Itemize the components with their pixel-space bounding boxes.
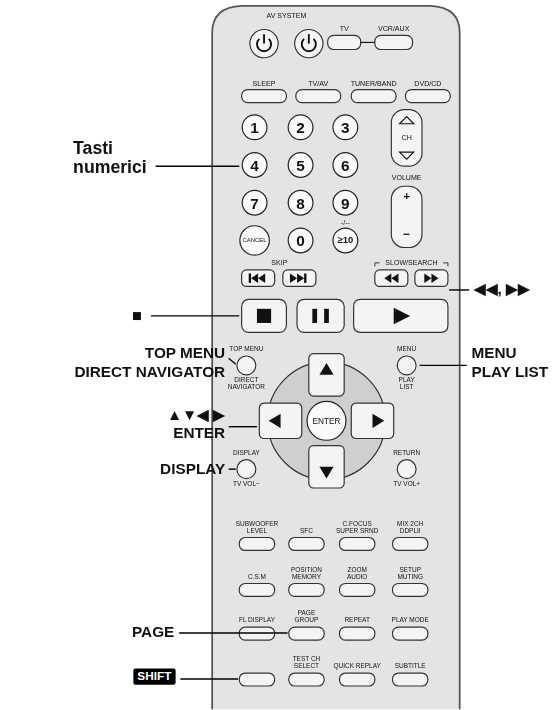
button-text: ENTER <box>313 417 341 425</box>
round-button: CANCEL <box>239 225 270 256</box>
callout-label: ENTER <box>173 426 225 442</box>
round-button: ≥10 <box>332 227 358 253</box>
leader-line <box>229 468 236 469</box>
round-button: 3 <box>332 114 358 140</box>
button-label: RETURN <box>393 450 420 457</box>
button-label: ZOOM AUDIO <box>342 567 373 581</box>
button-text: SHIFT <box>137 671 171 683</box>
button-label: TUNER/BAND <box>351 80 397 87</box>
round-button: 4 <box>242 152 268 178</box>
callout-label: ◀◀, ▶▶ <box>474 281 530 297</box>
callout-label: TOP MENU <box>145 345 225 361</box>
callout-label: PAGE <box>132 624 174 640</box>
leader-line <box>449 289 469 290</box>
button-label: TEST CH SELECT <box>286 657 326 671</box>
round-button: ENTER <box>306 401 346 441</box>
round-button: 9 <box>332 190 358 216</box>
button-label: QUICK REPLAY <box>333 664 380 671</box>
button-text: 4 <box>250 157 259 172</box>
button-label: DISPLAY <box>233 450 260 457</box>
remote-housing <box>212 6 460 710</box>
button-label: VOLUME <box>392 174 422 181</box>
power-icons <box>257 34 375 51</box>
button-label: TV <box>340 25 349 32</box>
button-label: DIRECT NAVIGATOR <box>225 377 267 391</box>
button-text: 0 <box>296 233 305 248</box>
button-label: C.FOCUS SUPER SRND <box>335 521 380 535</box>
button-label: -/-- <box>341 219 350 226</box>
button-label: AV SYSTEM <box>266 12 306 19</box>
leader-line <box>420 365 467 366</box>
button-text: 3 <box>341 120 350 135</box>
round-button: 0 <box>288 227 314 253</box>
button-label: SFC <box>300 528 313 535</box>
button-label: MIX 2CH DDPLII <box>393 521 428 535</box>
callout-label: ▲▼◀ ▶ <box>167 407 225 423</box>
button-label: PLAY LIST <box>394 377 420 391</box>
button-text: 9 <box>341 195 350 210</box>
button-label: FL DISPLAY <box>239 618 275 625</box>
leader-line <box>179 632 287 633</box>
button-label: − <box>403 229 410 241</box>
button-label: C.S.M <box>248 574 266 581</box>
button-label: SLEEP <box>253 80 276 87</box>
leader-line <box>151 315 239 316</box>
callout-label: DIRECT NAVIGATOR <box>74 364 225 380</box>
round-button: 5 <box>288 152 314 178</box>
button-label: CH <box>402 134 412 141</box>
button-label: VCR/AUX <box>378 25 409 32</box>
button-label: SETUP MUTING <box>393 567 428 581</box>
button-label: SUBTITLE <box>395 664 426 671</box>
round-button: 2 <box>288 114 314 140</box>
button-label: + <box>403 191 410 203</box>
button-label: TV VOL+ <box>393 481 420 488</box>
button-text: 8 <box>296 195 305 210</box>
button-label: REPEAT <box>344 618 369 625</box>
leader-line <box>229 426 257 427</box>
leader-line <box>180 678 238 679</box>
callout-label: MENU <box>471 345 516 361</box>
callout-label: DISPLAY <box>160 461 225 477</box>
button-label: SUBWOOFER LEVEL <box>235 521 280 535</box>
button-label: PAGE GROUP <box>291 611 322 625</box>
button-label: PLAY MODE <box>392 618 429 625</box>
button-text: 6 <box>341 157 350 172</box>
callout-label: PLAY LIST <box>471 364 548 380</box>
round-button: 1 <box>242 114 268 140</box>
round-button: 8 <box>288 190 314 216</box>
button-label: SLOW/SEARCH <box>385 259 437 266</box>
button-text: 5 <box>296 157 305 172</box>
button-label: DVD/CD <box>414 80 441 87</box>
icons <box>249 117 439 479</box>
button-text: 7 <box>250 195 259 210</box>
round-button: 6 <box>332 152 358 178</box>
button-label: TV/AV <box>308 80 328 87</box>
button-text: 1 <box>250 120 259 135</box>
button-label: MENU <box>397 347 416 354</box>
leader-line <box>229 358 236 364</box>
function-buttons <box>239 537 428 686</box>
button-text: CANCEL <box>243 237 267 243</box>
callout-label: Tasti numerici <box>73 139 158 176</box>
button-label: TV VOL− <box>233 481 260 488</box>
callout-label: ■ <box>132 306 142 323</box>
arrow-keys <box>259 354 393 488</box>
button-label: TOP MENU <box>229 347 263 354</box>
button-label: POSITION MEMORY <box>286 567 326 581</box>
button-text: 2 <box>296 120 305 135</box>
shift-badge: SHIFT <box>133 668 176 684</box>
button-label: SKIP <box>271 259 287 266</box>
round-button: 7 <box>242 190 268 216</box>
button-text: ≥10 <box>338 236 354 245</box>
leader-line <box>156 165 240 166</box>
buttons <box>237 29 450 478</box>
